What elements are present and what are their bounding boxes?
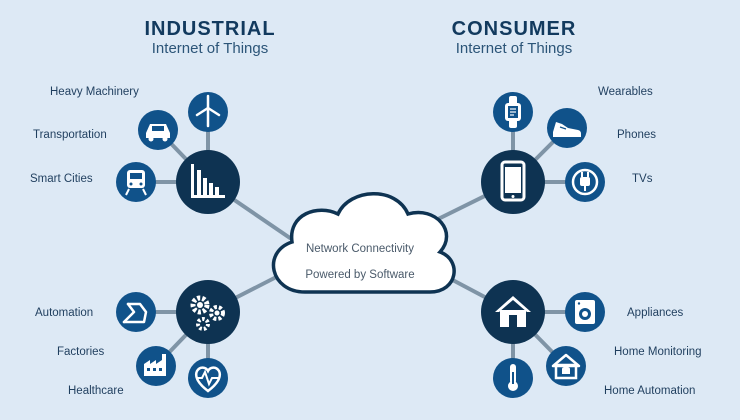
label-heavy-machinery: Heavy Machinery [50, 86, 139, 98]
label-transportation: Transportation [33, 129, 107, 141]
leaf-home-monitoring [546, 346, 586, 386]
leaf-transportation [138, 110, 178, 150]
leaf-automation [116, 292, 156, 332]
smartwatch-icon [505, 96, 521, 128]
bar-chart-icon [191, 164, 225, 198]
label-tvs: TVs [632, 173, 653, 185]
label-automation: Automation [35, 307, 94, 319]
hub-consumer-bottom [481, 280, 545, 344]
leaf-tvs [565, 162, 605, 202]
hub-industrial-top [176, 150, 240, 214]
cloud-line-1: Network Connectivity [305, 243, 414, 255]
leaf-home-automation [493, 358, 533, 398]
label-factories: Factories [57, 346, 105, 358]
home-alarm-icon [551, 353, 581, 380]
leaf-appliances [565, 292, 605, 332]
industrial-heading: INDUSTRIAL Internet of Things [130, 18, 290, 58]
hub-consumer-top [481, 150, 545, 214]
heart-pulse-icon [194, 366, 222, 393]
label-home-automation: Home Automation [604, 385, 696, 397]
consumer-subtitle: Internet of Things [455, 40, 573, 57]
thermometer-icon [508, 364, 518, 391]
consumer-heading: CONSUMER Internet of Things [434, 18, 594, 58]
consumer-title: CONSUMER [451, 18, 577, 40]
leaf-wearables [493, 92, 533, 132]
leaf-smart-cities [116, 162, 156, 202]
wind-turbine-icon [195, 94, 221, 128]
house-icon [495, 296, 531, 327]
power-plug-icon [571, 168, 599, 196]
industrial-title: INDUSTRIAL [144, 18, 276, 40]
washing-machine-icon [575, 300, 595, 324]
cloud-shape [271, 192, 456, 294]
label-home-monitoring: Home Monitoring [614, 346, 702, 358]
train-icon [125, 170, 147, 196]
leaf-phones [547, 108, 587, 148]
label-phones: Phones [617, 129, 657, 141]
gears-icon [190, 295, 225, 331]
label-smart-cities: Smart Cities [30, 173, 93, 185]
label-healthcare: Healthcare [68, 385, 124, 397]
factory-icon [144, 354, 166, 376]
hub-industrial-bottom [176, 280, 240, 344]
cloud-line-2: Powered by Software [305, 269, 415, 281]
leaf-factories [136, 346, 176, 386]
leaf-healthcare [188, 358, 228, 398]
smartphone-icon [500, 160, 526, 202]
label-appliances: Appliances [627, 307, 684, 319]
industrial-subtitle: Internet of Things [151, 40, 269, 57]
car-icon [146, 124, 170, 142]
leaf-heavy-machinery [188, 92, 228, 132]
sneaker-icon [553, 122, 581, 137]
robot-arm-icon [122, 302, 148, 324]
label-wearables: Wearables [598, 86, 653, 98]
